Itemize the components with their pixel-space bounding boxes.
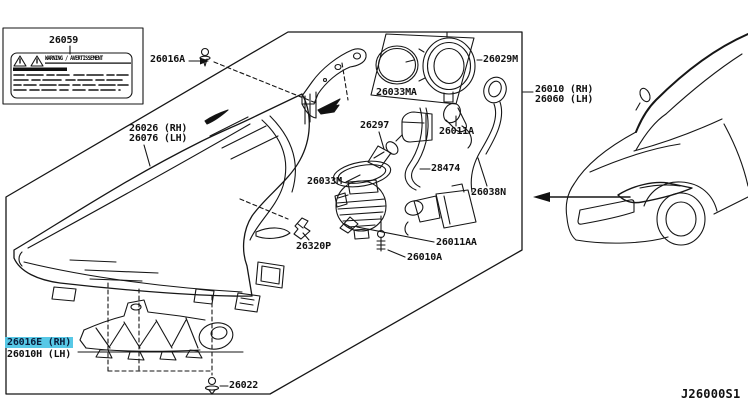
- mounting-bracket-drawing: [79, 299, 234, 361]
- warning-title-text: WARNING / AVERTISSEMENT: [45, 55, 131, 64]
- label-26016E[interactable]: 26016E (RH): [5, 337, 74, 348]
- screw-26010a-drawing: [376, 215, 386, 252]
- label-26038N[interactable]: 26038N: [471, 187, 506, 198]
- projector-unit-drawing: [332, 160, 392, 240]
- bezel-box-drawing: [370, 33, 475, 105]
- label-26010A[interactable]: 26010A: [407, 252, 442, 263]
- bezel-ring-drawing: [418, 31, 476, 103]
- side-clip-drawing: [293, 217, 311, 240]
- gasket-ring-drawing: [375, 45, 419, 85]
- headlamp-lens-drawing: [13, 48, 367, 313]
- label-26320P[interactable]: 26320P: [296, 241, 331, 252]
- label-26059[interactable]: 26059: [49, 35, 79, 46]
- warning-label-drawing: [2, 27, 144, 105]
- label-26022[interactable]: 26022: [229, 380, 259, 391]
- leader-lines: [77, 57, 534, 387]
- label-26026-rh[interactable]: 26026 (RH): [129, 123, 188, 134]
- label-26076-lh[interactable]: 26076 (LH): [129, 133, 188, 144]
- car-front-drawing: [565, 33, 748, 246]
- label-26029M[interactable]: 26029M: [483, 54, 518, 65]
- bulb-drawing: [367, 134, 403, 169]
- figure-code: J26000S1: [681, 387, 741, 401]
- label-26010-rh[interactable]: 26010 (RH): [535, 84, 594, 95]
- socket-cap-drawing: [443, 102, 472, 149]
- location-arrow: [533, 192, 631, 202]
- label-26011AA[interactable]: 26011AA: [436, 237, 477, 248]
- bulb-holder-drawing: [401, 111, 433, 143]
- label-26060-lh[interactable]: 26060 (LH): [535, 94, 594, 105]
- label-26011A[interactable]: 26011A: [439, 126, 474, 137]
- socket-pigtail-drawing: [470, 76, 507, 193]
- small-socket-drawing: [339, 216, 359, 234]
- igniter-unit-drawing: [404, 183, 477, 236]
- label-26033MA[interactable]: 26033MA: [376, 87, 417, 98]
- label-28474[interactable]: 28474: [431, 163, 461, 174]
- label-26016A[interactable]: 26016A: [150, 54, 185, 65]
- main-frame-outline: [5, 31, 523, 395]
- label-26297[interactable]: 26297: [360, 120, 390, 131]
- label-26033M[interactable]: 26033M: [307, 176, 342, 187]
- dashed-guide-lines: [107, 61, 349, 376]
- screw-26022-drawing: [204, 376, 220, 395]
- label-26010H[interactable]: 26010H (LH): [7, 349, 72, 360]
- harness-wire-drawing: [404, 107, 429, 191]
